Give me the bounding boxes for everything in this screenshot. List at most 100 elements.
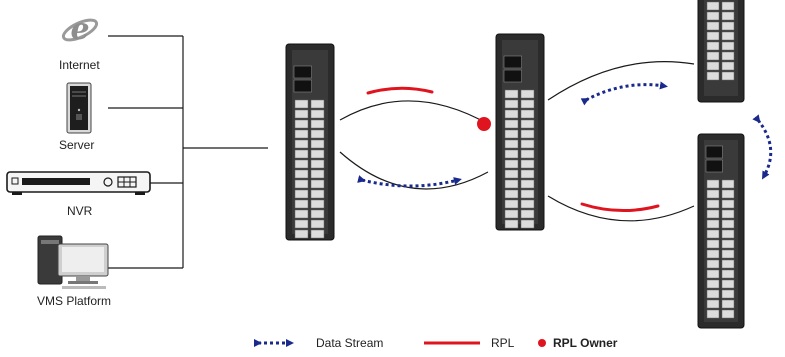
nvr-label: NVR (67, 204, 93, 218)
ethernet-port (520, 139, 535, 149)
ethernet-port (721, 209, 735, 219)
ethernet-port (721, 71, 735, 81)
ethernet-port (706, 199, 720, 209)
switch-ports (293, 1, 735, 319)
server-label: Server (59, 138, 95, 152)
internet-label: Internet (59, 58, 100, 72)
ethernet-port (294, 129, 309, 139)
ethernet-port (504, 209, 519, 219)
ethernet-port (721, 229, 735, 239)
ethernet-port (721, 269, 735, 279)
ethernet-port (504, 119, 519, 129)
ethernet-port (706, 259, 720, 269)
ethernet-port (504, 109, 519, 119)
nvr-icon (6, 171, 151, 195)
ethernet-port (721, 239, 735, 249)
ring-links (339, 61, 695, 222)
ethernet-port (721, 279, 735, 289)
ethernet-port (520, 189, 535, 199)
ethernet-port (706, 189, 720, 199)
ethernet-port (294, 209, 309, 219)
ethernet-port (721, 249, 735, 259)
ethernet-port (520, 219, 535, 229)
ethernet-port (504, 159, 519, 169)
ethernet-port (706, 31, 720, 41)
rpl-owner-dot (477, 117, 491, 131)
ethernet-port (706, 209, 720, 219)
ethernet-port (706, 249, 720, 259)
ethernet-port (721, 299, 735, 309)
ethernet-port (520, 89, 535, 99)
data-stream-arrows (357, 81, 773, 188)
ethernet-port (294, 99, 309, 109)
sfp-port (503, 69, 522, 83)
ethernet-port (294, 149, 309, 159)
ethernet-port (310, 169, 325, 179)
ethernet-port (310, 179, 325, 189)
ethernet-port (310, 129, 325, 139)
ethernet-port (520, 209, 535, 219)
sfp-port (293, 65, 312, 79)
ethernet-port (706, 229, 720, 239)
ethernet-port (721, 309, 735, 319)
ethernet-port (706, 309, 720, 319)
ethernet-port (310, 119, 325, 129)
ethernet-port (520, 179, 535, 189)
device-bus-lines (108, 35, 268, 269)
legend-rpl-owner-symbol (538, 339, 546, 347)
sfp-port (705, 145, 723, 159)
ethernet-port (294, 109, 309, 119)
ethernet-port (294, 229, 309, 239)
ethernet-port (706, 71, 720, 81)
ethernet-port (721, 259, 735, 269)
rpl-segments (366, 86, 660, 213)
ethernet-port (294, 219, 309, 229)
ethernet-port (310, 109, 325, 119)
ethernet-port (504, 189, 519, 199)
ethernet-port (706, 179, 720, 189)
vms-platform-label: VMS Platform (37, 294, 112, 308)
ethernet-port (520, 159, 535, 169)
ethernet-port (520, 119, 535, 129)
ethernet-port (706, 1, 720, 11)
switch-3 (697, 0, 745, 103)
legend-rpl-label: RPL (491, 336, 515, 350)
ethernet-port (504, 99, 519, 109)
ethernet-port (721, 21, 735, 31)
ethernet-port (721, 61, 735, 71)
ethernet-port (504, 129, 519, 139)
ethernet-port (706, 219, 720, 229)
ethernet-port (706, 11, 720, 21)
ethernet-port (721, 11, 735, 21)
ethernet-port (706, 289, 720, 299)
svg-text:e: e (70, 12, 89, 47)
ethernet-port (721, 41, 735, 51)
ethernet-port (310, 149, 325, 159)
vms-platform-icon (37, 235, 109, 289)
ethernet-port (504, 169, 519, 179)
ethernet-port (706, 299, 720, 309)
ethernet-port (721, 179, 735, 189)
ethernet-port (294, 199, 309, 209)
ethernet-port (504, 139, 519, 149)
legend-data-stream-label: Data Stream (316, 336, 384, 350)
ethernet-port (706, 269, 720, 279)
ethernet-port (721, 189, 735, 199)
ethernet-port (504, 89, 519, 99)
ethernet-port (520, 199, 535, 209)
ethernet-port (310, 209, 325, 219)
ethernet-port (706, 51, 720, 61)
ethernet-port (706, 21, 720, 31)
server-icon (66, 82, 92, 134)
ethernet-port (310, 159, 325, 169)
ethernet-port (294, 139, 309, 149)
ethernet-port (706, 41, 720, 51)
ethernet-port (294, 169, 309, 179)
ethernet-port (520, 149, 535, 159)
ethernet-port (310, 99, 325, 109)
ethernet-port (294, 189, 309, 199)
ethernet-port (504, 199, 519, 209)
legend-rpl-owner-label: RPL Owner (553, 336, 618, 350)
ethernet-port (721, 31, 735, 41)
